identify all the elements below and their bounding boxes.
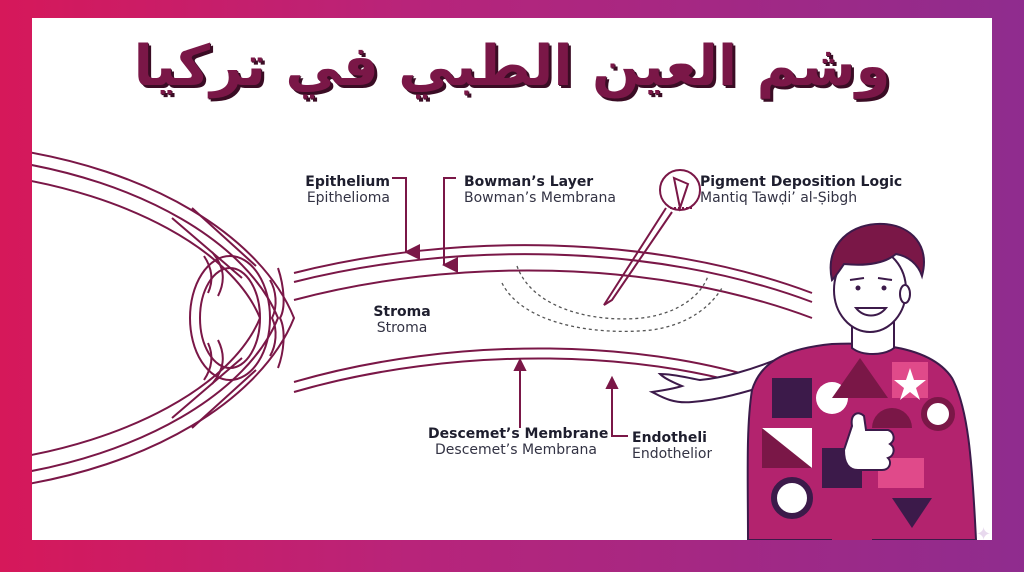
label-descemet: Descemet’s Membrane Descemet’s Membrana [428, 426, 609, 458]
eye-cross-section [32, 151, 296, 485]
label-endothelium-name: Endotheli [632, 430, 707, 446]
cornea-diagram [32, 151, 978, 540]
label-bowman-alt: Bowman’s Membrana [464, 190, 616, 206]
tattoo-needle-icon [603, 169, 701, 306]
label-stroma-alt: Stroma [376, 320, 428, 336]
label-bowman: Bowman’s Layer Bowman’s Membrana [464, 174, 616, 206]
label-endothelium: Endotheli Endothelion [632, 430, 712, 462]
label-epithelium-alt: Epithelioma [306, 190, 390, 206]
label-pigment: Pigment Deposition Logic Mantiq Tawḍi’ a… [700, 174, 902, 206]
page-title: وشم العين الطبي في تركيا [133, 34, 891, 99]
presenter-character [648, 222, 978, 540]
sparkle-icon: ✦ [976, 524, 992, 545]
label-bowman-name: Bowman’s Layer [464, 174, 594, 190]
label-descemet-name: Descemet’s Membrane [428, 426, 609, 442]
label-arrows [392, 177, 628, 437]
label-stroma: Stroma Stroma [362, 304, 442, 336]
pigment-zone [501, 265, 723, 333]
label-pigment-alt: Mantiq Tawḍi’ al-Ṣibgh [700, 190, 858, 206]
label-descemet-alt: Descemet’s Membrana [435, 442, 597, 458]
label-epithelium-name: Epithelium [305, 174, 390, 190]
label-stroma-name: Stroma [373, 304, 431, 320]
label-epithelium: Epithelium Epithelioma [290, 174, 390, 206]
diagram-frame: وشم العين الطبي في تركيا [32, 18, 992, 540]
label-endothelium-alt: Endothelion [632, 446, 712, 462]
label-pigment-name: Pigment Deposition Logic [700, 174, 903, 190]
